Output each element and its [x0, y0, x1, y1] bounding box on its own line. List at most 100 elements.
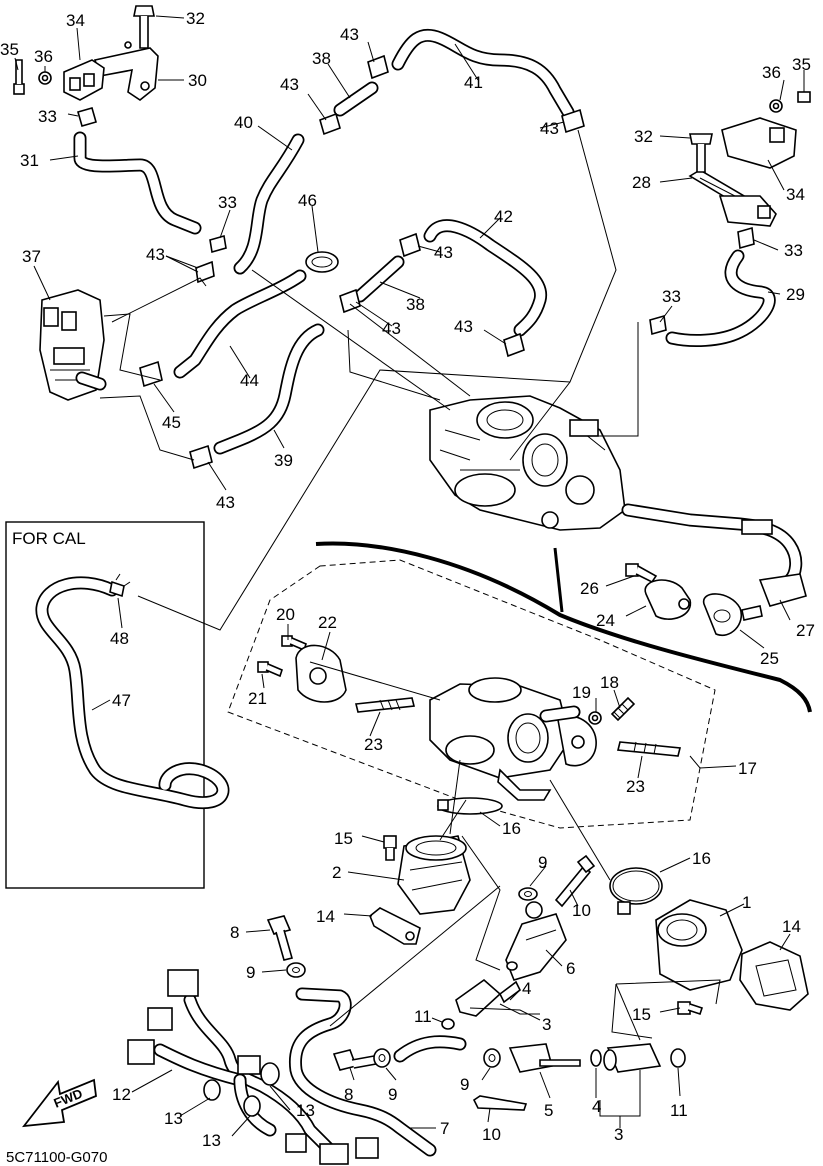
clamp-43-mid-left: [195, 260, 215, 284]
callout-13: 13: [164, 1109, 183, 1128]
callout-21: 21: [248, 689, 267, 708]
clamp-13-a: [203, 1079, 221, 1101]
callout-35: 35: [0, 40, 19, 59]
callout-43: 43: [146, 245, 165, 264]
callout-9: 9: [246, 963, 255, 982]
callout-27: 27: [796, 621, 815, 640]
callout-40: 40: [234, 113, 253, 132]
callout-13: 13: [296, 1101, 315, 1120]
callout-33: 33: [218, 193, 237, 212]
callout-42: 42: [494, 207, 513, 226]
callout-7: 7: [440, 1119, 449, 1138]
screw-35-right: [797, 91, 811, 103]
callout-33: 33: [38, 107, 57, 126]
callout-26: 26: [580, 579, 599, 598]
screw-18: [610, 696, 636, 722]
hose-39: [213, 323, 325, 455]
callout-10: 10: [572, 901, 591, 920]
callout-17: 17: [738, 759, 757, 778]
callout-16: 16: [692, 849, 711, 868]
hose-31: [73, 131, 202, 235]
callout-28: 28: [632, 173, 651, 192]
seal-11-lower: [670, 1048, 686, 1068]
callout-43: 43: [454, 317, 473, 336]
clamp-13-b: [243, 1095, 261, 1117]
callout-2: 2: [332, 863, 341, 882]
screw-set-23-left: [355, 697, 415, 713]
bolt-10-top: [554, 854, 596, 908]
holder-25: [703, 593, 763, 637]
plate-14-right: [739, 941, 809, 1011]
callout-45: 45: [162, 413, 181, 432]
hose-41: [391, 28, 575, 119]
callout-48: 48: [110, 629, 129, 648]
callout-19: 19: [572, 683, 591, 702]
throttle-body-17: [429, 677, 597, 801]
callout-16: 16: [502, 819, 521, 838]
clip-33-mid: [209, 234, 227, 254]
joint-1: [655, 899, 743, 991]
callouts: 35 36 34 32 30 33 31 40 33 43 38 43 41 4…: [0, 9, 815, 1150]
clamp-13-c: [260, 1062, 280, 1086]
for-cal-box: [5, 521, 205, 889]
clamp-43-r2: [503, 332, 525, 358]
callout-1: 1: [742, 893, 751, 912]
clamp-16-upper: [437, 797, 503, 815]
clamp-16-lower: [609, 867, 663, 915]
callout-33: 33: [662, 287, 681, 306]
fuel-hose-7: [288, 987, 467, 1157]
callout-6: 6: [566, 959, 575, 978]
for-cal-title: FOR CAL: [12, 529, 86, 548]
connector-38-top: [333, 81, 379, 117]
divider-branch: [553, 547, 564, 613]
callout-14: 14: [316, 907, 335, 926]
callout-18: 18: [600, 673, 619, 692]
screw-set-23-right: [616, 741, 682, 757]
clamp-43-mid: [339, 288, 361, 314]
clip-33-top-left: [77, 107, 97, 127]
washer-36-left: [38, 71, 52, 85]
callout-3: 3: [542, 1015, 551, 1034]
callout-43: 43: [340, 25, 359, 44]
washer-9-top: [518, 887, 538, 901]
callout-43: 43: [216, 493, 235, 512]
sensor-27: [741, 519, 807, 607]
callout-41: 41: [464, 73, 483, 92]
bolt-32-top: [133, 5, 155, 49]
injector-holder-6: [505, 901, 567, 981]
nut-19: [588, 711, 602, 725]
throttle-body-assembly: [429, 395, 626, 531]
connection-lines: [99, 129, 721, 1041]
callout-33: 33: [784, 241, 803, 260]
clip-33-right-low: [649, 314, 667, 336]
clamp-43-r1: [399, 232, 421, 258]
bracket-30: [93, 41, 159, 101]
callout-11: 11: [414, 1007, 432, 1026]
injector-3-lower: [603, 1043, 662, 1073]
callout-20: 20: [276, 605, 295, 624]
sensor-34-right: [721, 117, 797, 169]
callout-43: 43: [280, 75, 299, 94]
callout-22: 22: [318, 613, 337, 632]
sensor-34: [63, 59, 105, 101]
sensor-22: [295, 644, 347, 703]
connector-38-mid: [353, 255, 405, 303]
callout-32: 32: [634, 127, 653, 146]
callout-47: 47: [112, 691, 131, 710]
leader-lines: [14, 15, 805, 1137]
callout-43: 43: [434, 243, 453, 262]
bolt-10-lower: [472, 1095, 528, 1111]
callout-29: 29: [786, 285, 805, 304]
bolt-32-right: [689, 133, 713, 173]
callout-5: 5: [544, 1101, 553, 1120]
hose-44: [173, 269, 307, 379]
valve-37: [39, 289, 107, 401]
callout-13: 13: [202, 1131, 221, 1150]
callout-43: 43: [382, 319, 401, 338]
clamp-43-top-b: [319, 112, 341, 136]
callout-36: 36: [762, 63, 781, 82]
callout-15: 15: [632, 1005, 651, 1024]
callout-10: 10: [482, 1125, 501, 1144]
